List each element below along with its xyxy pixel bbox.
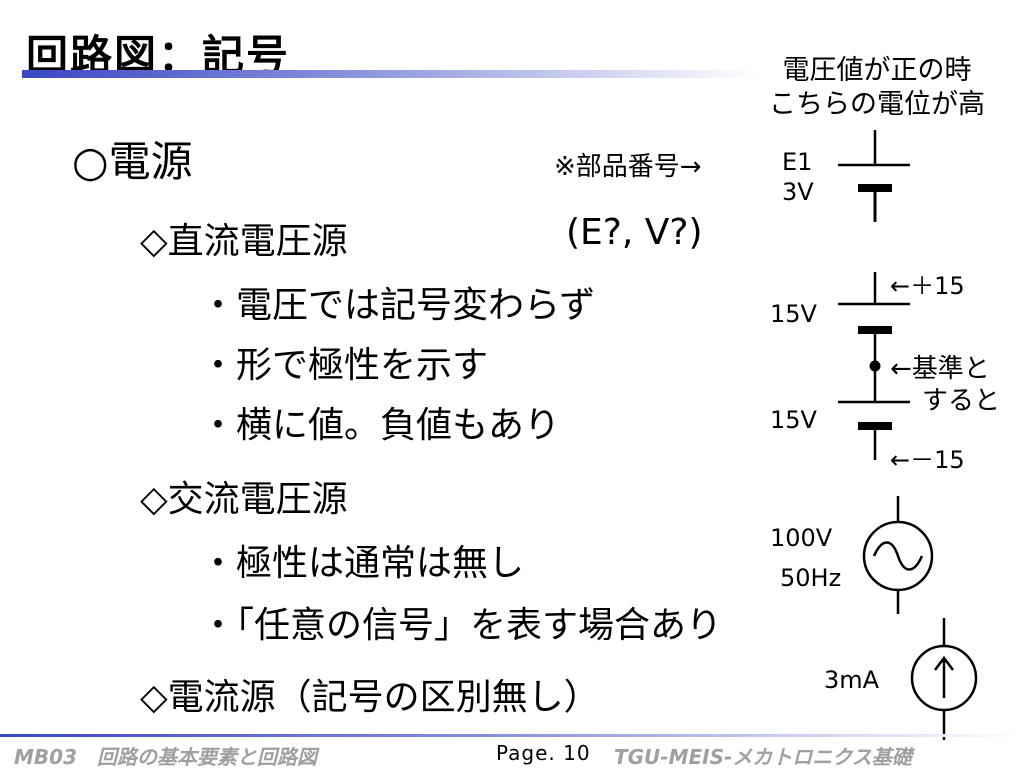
dc-voltage-source-heading: ◇直流電圧源 — [140, 221, 348, 262]
reference-note-line2: すると — [922, 386, 1001, 416]
ac-point-1: ・極性は通常は無し — [200, 543, 525, 584]
dc-point-2: ・形で極性を示す — [200, 345, 489, 386]
title-underline — [22, 70, 760, 78]
footer-organization: TGU-MEIS-メカトロニクス基礎 — [614, 745, 912, 769]
polarity-note-line1: 電圧値が正の時 — [782, 55, 972, 86]
reference-note-line1: ←基準と — [890, 354, 990, 384]
footer-divider — [0, 734, 1024, 737]
dc-point-1: ・電圧では記号変わらず — [200, 285, 596, 326]
ac-point-2: ・「任意の信号」を表す場合あり — [200, 605, 723, 646]
e1-name-label: E1 — [782, 148, 813, 176]
reference-node-dot — [869, 360, 881, 372]
ac-frequency-label: 50Hz — [780, 564, 842, 592]
plus15-label: ←＋15 — [890, 272, 965, 300]
e1-value-label: 3V — [782, 178, 814, 206]
ac-voltage-label: 100V — [770, 524, 833, 552]
current-value-label: 3mA — [824, 666, 880, 694]
footer-course: MB03 回路の基本要素と回路図 — [14, 745, 317, 769]
current-source-heading: ◇電流源（記号の区別無し） — [140, 677, 600, 718]
v15-bottom-label: 15V — [770, 406, 817, 434]
part-number-note: ※部品番号→ — [554, 152, 702, 182]
v15-top-label: 15V — [770, 300, 817, 328]
ac-voltage-source-heading: ◇交流電圧源 — [140, 479, 348, 520]
e1-battery-symbol — [838, 130, 910, 222]
current-source-symbol — [910, 618, 978, 740]
footer-page-number: Page. 10 — [496, 741, 591, 765]
dc-point-3: ・横に値。負値もあり — [200, 405, 561, 446]
stacked-battery-symbol — [838, 272, 910, 460]
minus15-label: ←－15 — [890, 446, 965, 474]
dc-part-prefix: (E?, V?) — [566, 212, 703, 253]
section-heading: ○電源 — [72, 137, 193, 186]
polarity-note-line2: こちらの電位が高 — [769, 89, 985, 120]
ac-source-symbol — [862, 496, 934, 614]
